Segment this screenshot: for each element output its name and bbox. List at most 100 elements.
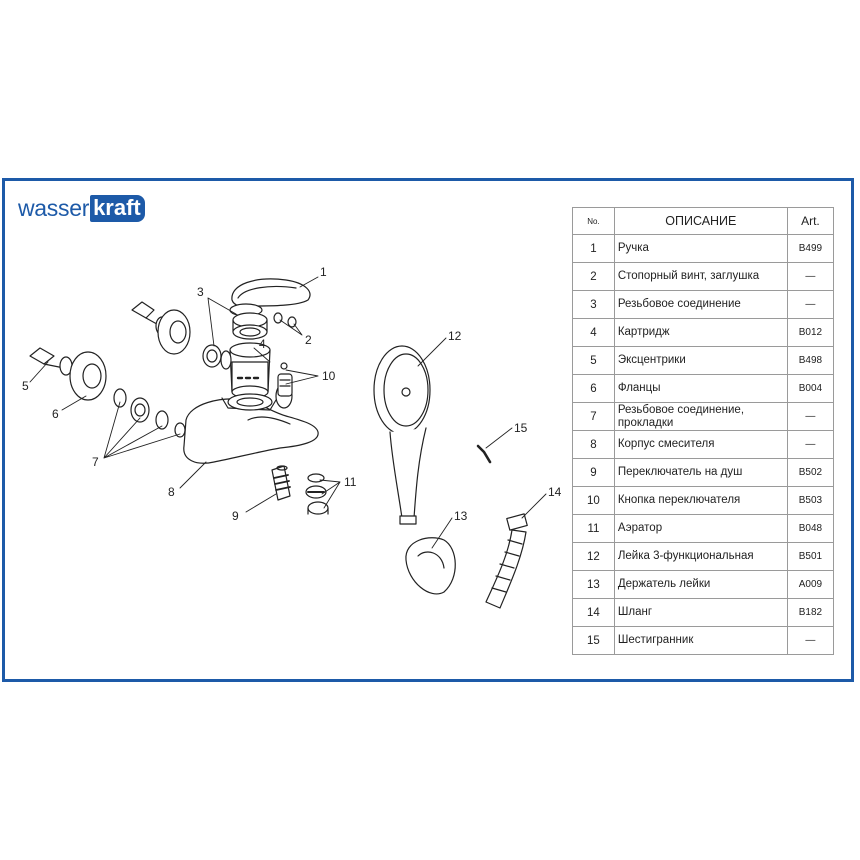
table-cell-art: B012 — [786, 318, 835, 347]
table-cell-art: A009 — [786, 570, 835, 599]
part-nuts-gaskets — [113, 344, 232, 438]
brand-logo: wasser kraft — [18, 193, 145, 223]
callout-3: 3 — [197, 285, 204, 299]
table-cell-description: Ручка — [613, 234, 788, 263]
table-cell-no: 12 — [572, 542, 615, 571]
part-mixer-body — [183, 383, 319, 464]
callout-13: 13 — [454, 509, 468, 523]
table-cell-art: B499 — [786, 234, 835, 263]
part-flange-left — [69, 351, 107, 401]
part-cartridge — [229, 342, 271, 399]
callout-11: 11 — [344, 475, 357, 489]
callout-15: 15 — [514, 421, 528, 435]
table-cell-art: — — [786, 262, 835, 291]
table-cell-no: 1 — [572, 234, 615, 263]
table-cell-no: 5 — [572, 346, 615, 375]
callout-5: 5 — [22, 379, 29, 393]
table-cell-art: — — [786, 430, 835, 459]
table-cell-description: Переключатель на душ — [613, 458, 788, 487]
table-cell-description: Лейка 3-функциональная — [613, 542, 788, 571]
callout-9: 9 — [232, 509, 239, 523]
callout-8: 8 — [168, 485, 175, 499]
part-diverter — [271, 465, 291, 501]
table-cell-no: 7 — [572, 402, 615, 431]
part-hex-key — [476, 444, 492, 464]
header-description: ОПИСАНИЕ — [613, 207, 788, 235]
table-cell-description: Эксцентрики — [613, 346, 788, 375]
table-cell-art: B004 — [786, 374, 835, 403]
table-cell-description: Корпус смесителя — [613, 430, 788, 459]
table-cell-description: Резьбовое соединение, прокладки — [613, 402, 788, 431]
part-switch-button — [277, 362, 293, 397]
callout-12: 12 — [448, 329, 462, 343]
table-cell-description: Кнопка переключателя — [613, 486, 788, 515]
leader-lines — [29, 276, 547, 549]
part-hose — [485, 513, 528, 609]
table-cell-no: 3 — [572, 290, 615, 319]
table-cell-description: Стопорный винт, заглушка — [613, 262, 788, 291]
brand-logo-text-1: wasser — [18, 194, 90, 221]
table-cell-art: — — [786, 402, 835, 431]
header-no: No. — [572, 207, 615, 235]
table-cell-art: B502 — [786, 458, 835, 487]
parts-table-header: No. ОПИСАНИЕ Art. — [572, 207, 835, 235]
table-cell-description: Шестигранник — [613, 626, 788, 655]
table-cell-no: 8 — [572, 430, 615, 459]
callout-7: 7 — [92, 455, 99, 469]
part-shower-holder — [405, 537, 456, 595]
part-aerator — [305, 473, 329, 515]
table-cell-art: B048 — [786, 514, 835, 543]
part-handle — [229, 278, 311, 317]
table-cell-art: — — [786, 626, 835, 655]
header-art: Art. — [786, 207, 835, 235]
table-cell-art: B182 — [786, 598, 835, 627]
table-cell-description: Держатель лейки — [613, 570, 788, 599]
callout-14: 14 — [548, 485, 562, 499]
part-flange-rear — [157, 309, 191, 355]
table-cell-no: 2 — [572, 262, 615, 291]
table-cell-no: 15 — [572, 626, 615, 655]
table-cell-description: Картридж — [613, 318, 788, 347]
table-cell-description: Резьбовое соединение — [613, 290, 788, 319]
part-eccentric-left — [29, 347, 73, 376]
callout-1: 1 — [320, 265, 327, 279]
part-threaded-connection — [232, 312, 268, 340]
callout-4: 4 — [259, 337, 266, 351]
callout-10: 10 — [322, 369, 336, 383]
table-cell-no: 9 — [572, 458, 615, 487]
table-cell-no: 13 — [572, 570, 615, 599]
table-cell-no: 4 — [572, 318, 615, 347]
part-hand-shower — [373, 345, 431, 525]
part-screw — [273, 312, 297, 328]
table-cell-no: 10 — [572, 486, 615, 515]
table-cell-art: B503 — [786, 486, 835, 515]
callout-2: 2 — [305, 333, 312, 347]
table-cell-description: Аэратор — [613, 514, 788, 543]
brand-logo-text-2: kraft — [90, 194, 145, 222]
table-cell-no: 6 — [572, 374, 615, 403]
table-cell-art: B501 — [786, 542, 835, 571]
callout-labels: 1 2 3 4 5 6 7 8 9 10 11 12 13 14 15 — [22, 265, 562, 523]
table-cell-description: Шланг — [613, 598, 788, 627]
callout-6: 6 — [52, 407, 59, 421]
table-cell-no: 14 — [572, 598, 615, 627]
table-cell-art: — — [786, 290, 835, 319]
table-cell-art: B498 — [786, 346, 835, 375]
table-cell-no: 11 — [572, 514, 615, 543]
